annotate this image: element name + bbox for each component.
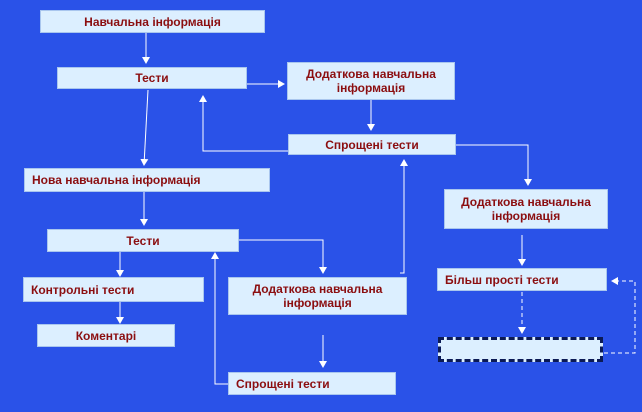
arrow-n12-to-n7 bbox=[211, 252, 228, 385]
node-n3: Додаткова навчальна інформація bbox=[287, 62, 455, 100]
node-n11: Коментарі bbox=[37, 324, 175, 347]
arrow-n13-to-n10 bbox=[604, 277, 636, 354]
node-n4: Спрощені тести bbox=[288, 134, 456, 155]
node-n9: Додаткова навчальна інформація bbox=[228, 277, 407, 315]
arrow-n4-to-n2 bbox=[199, 95, 288, 152]
node-n1: Навчальна інформація bbox=[40, 10, 265, 33]
node-n13-placeholder bbox=[438, 337, 603, 362]
node-n5: Нова навчальна інформація bbox=[24, 168, 270, 192]
node-n8: Контрольні тести bbox=[23, 277, 204, 302]
arrow-n4-to-n6 bbox=[456, 144, 532, 186]
node-n7: Тести bbox=[47, 229, 239, 252]
node-n12: Спрощені тести bbox=[228, 372, 396, 395]
arrow-n9-to-n4 bbox=[400, 159, 408, 274]
arrow-n2-to-n5 bbox=[140, 89, 149, 166]
node-n10: Більш прості тести bbox=[437, 268, 607, 291]
node-n6: Додаткова навчальна інформація bbox=[444, 189, 608, 229]
node-n2: Тести bbox=[57, 67, 247, 89]
arrow-n7-to-n9 bbox=[239, 239, 327, 274]
